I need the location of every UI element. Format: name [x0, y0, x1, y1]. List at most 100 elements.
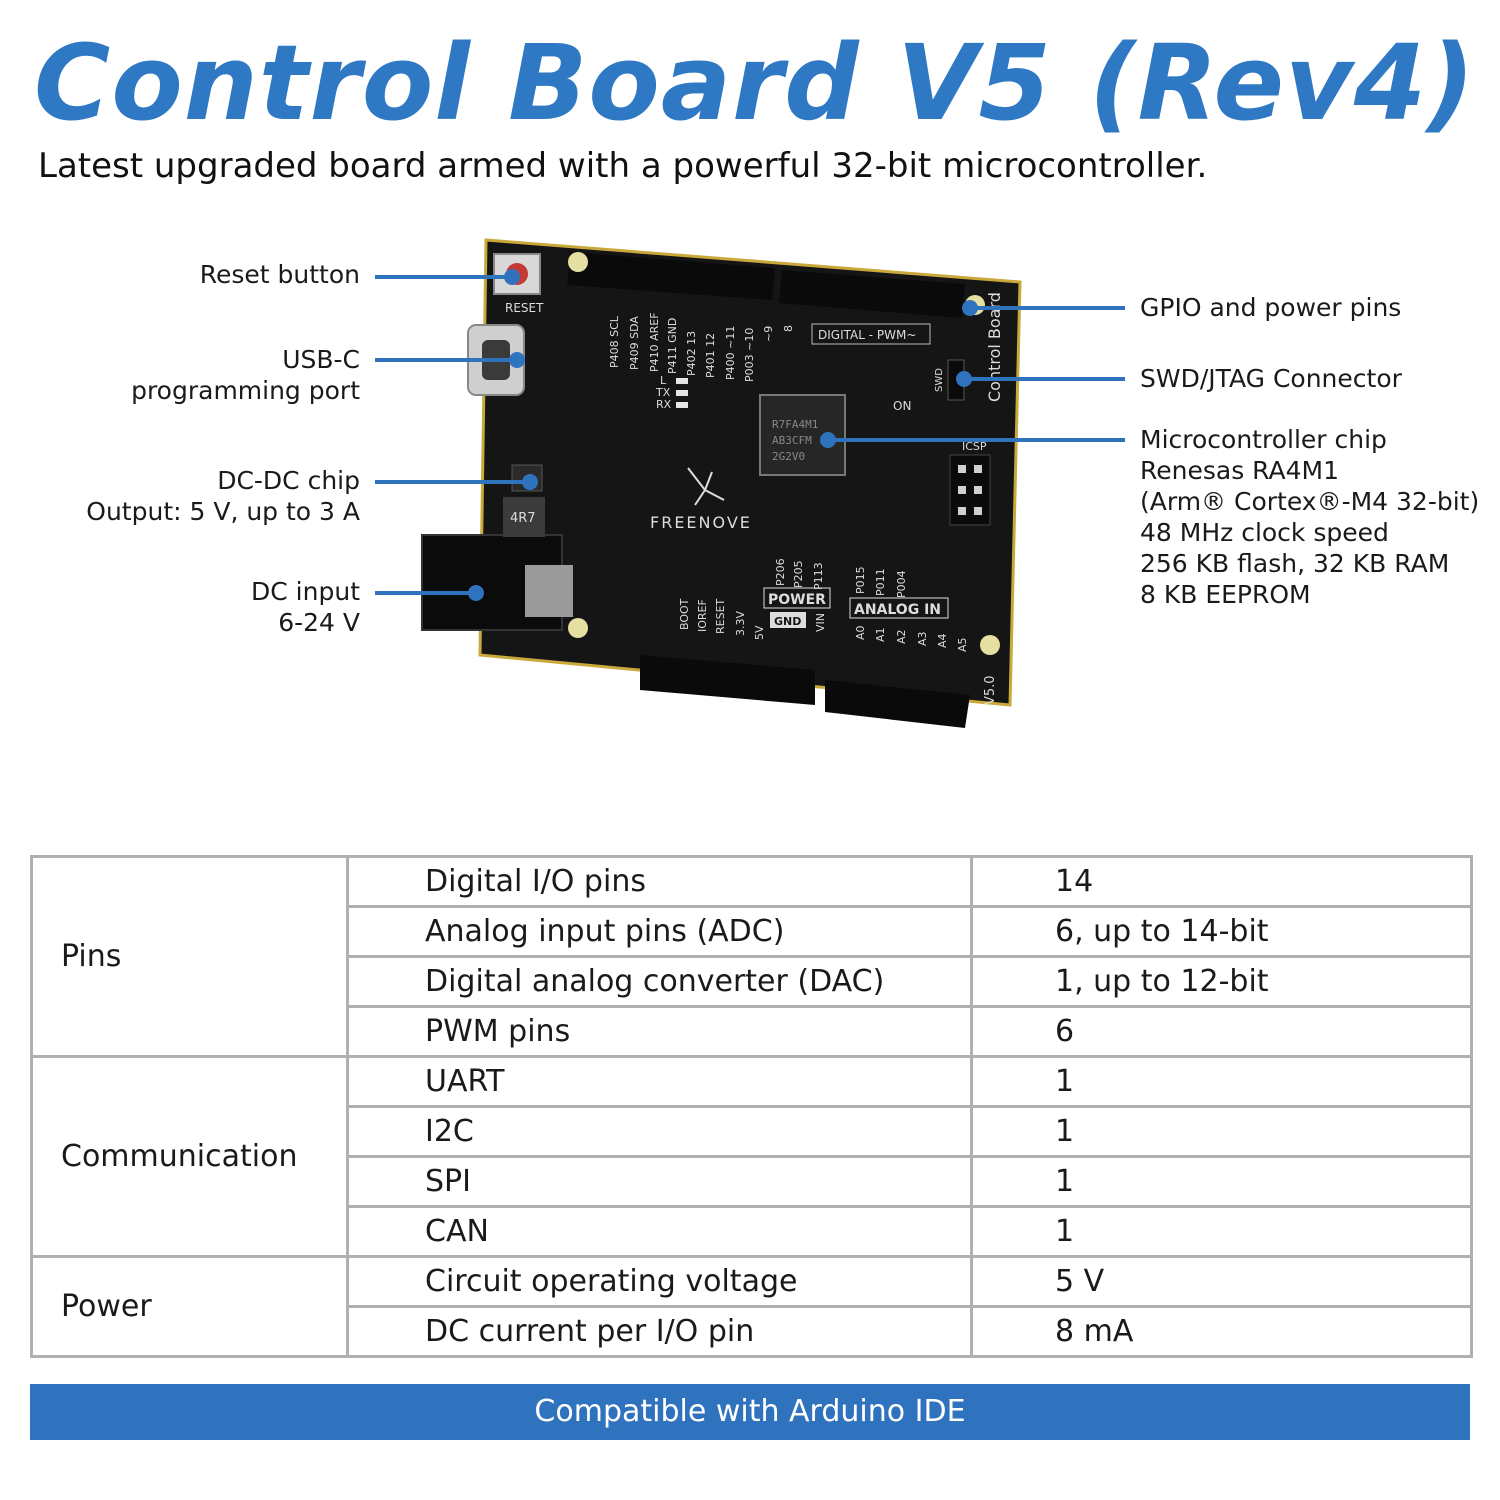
power-pin-label: RESET: [714, 598, 727, 634]
analog-header: [825, 680, 970, 728]
spec-table: Pins Digital I/O pins 14 Analog input pi…: [30, 855, 1473, 1358]
group-cell: Power: [30, 1255, 349, 1358]
analog-pin-label: A4: [936, 633, 949, 648]
top-pin-label: P411 GND: [666, 318, 679, 374]
leader-dot-reset: [504, 269, 520, 285]
table-row: I2C 1: [32, 1105, 1473, 1158]
param-cell: CAN: [346, 1205, 973, 1258]
top-pin-label: P409 SDA: [628, 316, 641, 370]
value-cell: 1: [970, 1155, 1473, 1208]
top-pin-label: P408 SCL: [608, 315, 621, 368]
l-led-label: L: [660, 374, 667, 387]
page-subtitle: Latest upgraded board armed with a power…: [38, 146, 1208, 186]
led-indicator: [676, 390, 688, 396]
power-pin-label: BOOT: [678, 598, 691, 630]
icsp-header: [949, 454, 991, 526]
top-header-left: [567, 252, 775, 300]
top-pin-label: P003 ~10: [743, 328, 756, 382]
callout-line: programming port: [131, 376, 360, 405]
leader-dot-dcin: [468, 585, 484, 601]
param-cell: PWM pins: [346, 1005, 973, 1058]
power-header: [640, 655, 815, 705]
callout-line: SWD/JTAG Connector: [1140, 364, 1402, 393]
callout-line: 48 MHz clock speed: [1140, 518, 1389, 547]
top-header-right: [779, 270, 965, 318]
gnd-silkscreen: GND: [774, 615, 801, 628]
analog-pin-label: A2: [895, 629, 908, 644]
icsp-pin: [974, 486, 982, 494]
group-cell: Pins: [30, 855, 349, 1058]
callout-line: GPIO and power pins: [1140, 293, 1402, 322]
param-cell: UART: [346, 1055, 973, 1108]
table-row: Communication UART 1: [30, 1055, 1473, 1258]
analog-pin-label: A3: [916, 631, 929, 646]
callout-dc-dc-chip: DC-DC chip Output: 5 V, up to 3 A: [86, 465, 360, 527]
value-cell: 1: [970, 1105, 1473, 1158]
value-cell: 1: [970, 1205, 1473, 1258]
analog-label-box: [849, 597, 949, 619]
param-cell: I2C: [346, 1105, 973, 1158]
value-cell: 1: [970, 1055, 1473, 1108]
icsp-pin: [974, 465, 982, 473]
callout-line: DC input: [251, 577, 360, 606]
leader-dot-usb: [509, 352, 525, 368]
chip-marking-1: R7FA4M1: [772, 418, 818, 431]
leader-dot-dcdc: [522, 474, 538, 490]
param-cell: SPI: [346, 1155, 973, 1208]
mounting-hole: [568, 618, 588, 638]
analog-pin-label: A5: [956, 637, 969, 652]
page-title: Control Board V5 (Rev4): [34, 22, 1476, 144]
leader-dot-swd: [956, 371, 972, 387]
analog-pin-labels: A0 A1 A2 A3 A4 A5 P015 P011 P004: [854, 566, 969, 652]
inductor: [503, 497, 545, 537]
param-cell: Digital analog converter (DAC): [346, 955, 973, 1008]
group-cell: Communication: [30, 1055, 349, 1258]
table-row: Pins Digital I/O pins 14: [30, 855, 1473, 1058]
callout-line: Renesas RA4M1: [1140, 456, 1340, 485]
param-cell: Circuit operating voltage: [346, 1255, 973, 1308]
callout-line: 6-24 V: [278, 608, 360, 637]
board-illustration: RESET 4R7 R7FA4M1 AB3CFM 2G2V0 FREENOVE …: [375, 238, 1125, 728]
icsp-pin: [958, 486, 966, 494]
freenove-logo-icon: [687, 467, 725, 506]
on-led-label: ON: [893, 399, 911, 413]
side-silkscreen: Control Board: [985, 292, 1004, 402]
table-row: CAN 1: [32, 1205, 1473, 1258]
top-pin-label: P400 ~11: [724, 326, 737, 380]
callout-reset-button: Reset button: [200, 259, 360, 290]
callout-line: Output: 5 V, up to 3 A: [86, 497, 360, 526]
digital-label-box: [811, 323, 931, 345]
callout-swd-jtag: SWD/JTAG Connector: [1140, 363, 1402, 394]
power-sub-pin-label: P205: [792, 560, 805, 588]
param-cell: Analog input pins (ADC): [346, 905, 973, 958]
callout-usb-c-port: USB-C programming port: [131, 344, 360, 406]
top-pin-label: ~9: [762, 326, 775, 342]
analog-sub-pin-label: P004: [895, 570, 908, 598]
chip-marking-3: 2G2V0: [772, 450, 805, 463]
param-cell: Digital I/O pins: [346, 855, 973, 908]
callout-line: Microcontroller chip: [1140, 425, 1387, 454]
mounting-hole: [980, 635, 1000, 655]
icsp-pin: [958, 465, 966, 473]
power-label-box: [763, 587, 831, 609]
gnd-label-box: [770, 612, 806, 628]
analog-pin-label: A1: [874, 627, 887, 642]
swd-silkscreen: SWD: [934, 368, 945, 392]
chip-marking-2: AB3CFM: [772, 434, 812, 447]
value-cell: 8 mA: [970, 1305, 1473, 1358]
table-row: Analog input pins (ADC) 6, up to 14-bit: [32, 905, 1473, 958]
power-sub-pin-label: P206: [774, 558, 787, 586]
value-cell: 6: [970, 1005, 1473, 1058]
callout-microcontroller: Microcontroller chip Renesas RA4M1 (Arm®…: [1140, 424, 1479, 610]
top-pin-labels: P408 SCL P409 SDA P410 AREF P411 GND P40…: [608, 312, 795, 382]
callout-line: DC-DC chip: [217, 466, 360, 495]
brand-silkscreen: FREENOVE: [650, 513, 752, 532]
power-pin-label: VIN: [814, 613, 827, 632]
icsp-silkscreen: ICSP: [962, 440, 987, 453]
power-silkscreen: POWER: [768, 592, 826, 608]
table-row: DC current per I/O pin 8 mA: [32, 1305, 1473, 1358]
analog-pin-label: A0: [854, 625, 867, 640]
top-pin-label: P410 AREF: [648, 312, 661, 372]
power-sub-pin-label: P113: [812, 562, 825, 590]
callout-line: USB-C: [282, 345, 360, 374]
